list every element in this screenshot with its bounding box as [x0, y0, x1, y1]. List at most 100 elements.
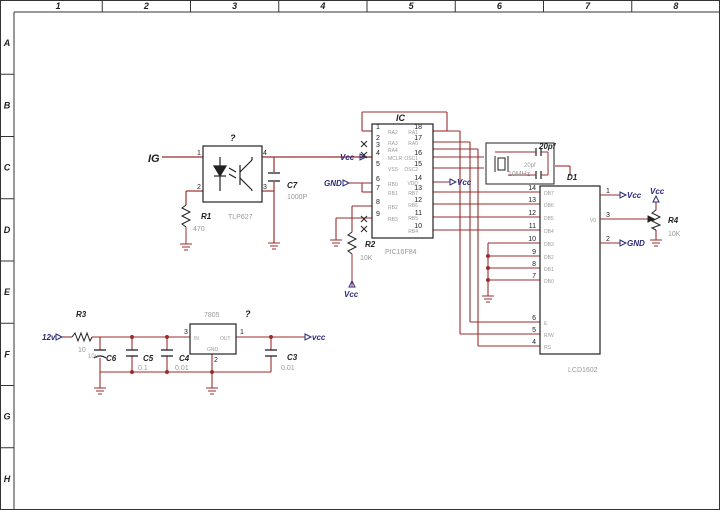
- row-label-H: H: [4, 474, 11, 484]
- c7-ref: C7: [287, 181, 298, 190]
- regulator-7805[interactable]: [189, 323, 237, 355]
- capacitor-c3[interactable]: [265, 349, 277, 357]
- lcd-pin-name: DB7: [544, 191, 554, 197]
- reg-pin-gnd: 2: [214, 357, 218, 364]
- mcu-pins: 1RA22RA33RA44MCLR5VSS6RB07RB18RB29RB318R…: [376, 124, 422, 235]
- power-wiring: [62, 336, 305, 388]
- lcd-pin-name: DB0: [544, 279, 554, 285]
- optocoupler[interactable]: [202, 145, 263, 203]
- reg-label-out: OUT: [220, 336, 231, 342]
- r4-ref: R4: [668, 216, 679, 225]
- row-label-B: B: [4, 100, 11, 110]
- row-label-D: D: [4, 225, 11, 235]
- c3-ref: C3: [287, 353, 298, 362]
- resistor-r1[interactable]: [180, 204, 192, 244]
- capacitor-c7[interactable]: [268, 172, 280, 182]
- power-in-label: 12v: [42, 333, 56, 342]
- lcd-pin-number: 1: [606, 188, 610, 195]
- mcu-pin-name: RB7: [408, 191, 418, 197]
- mcu-pin-name: RB6: [408, 203, 418, 209]
- mcu-pin-name: RA4: [388, 148, 398, 154]
- lcd-pin-number: 8: [532, 261, 536, 268]
- mcu-pin-number: 6: [376, 176, 380, 183]
- column-label-3: 3: [232, 1, 237, 11]
- lcd-pin-name: R/W: [544, 333, 554, 339]
- r3-value: 10: [78, 347, 86, 354]
- reg-pin-in: 3: [184, 329, 188, 336]
- lcd-pin-name: DB3: [544, 242, 554, 248]
- mcu-pin-name: MCLR: [388, 156, 403, 162]
- resistor-r2[interactable]: [346, 231, 358, 288]
- mcu-pin-number: 10: [414, 223, 422, 230]
- opto-pin-3: 3: [263, 184, 267, 191]
- mcu-pin-name: OSC1: [404, 156, 418, 162]
- mcu-vcc-right: Vcc: [457, 178, 472, 187]
- mcu-pin-number: 8: [376, 199, 380, 206]
- capacitor-c5[interactable]: [126, 349, 138, 357]
- c3-value: 0.01: [281, 365, 295, 372]
- mcu-pin-name: RB0: [388, 182, 398, 188]
- r1-value: 470: [193, 226, 205, 233]
- mcu-pin-name: RA2: [388, 130, 398, 136]
- lcd-part: LCD1602: [568, 367, 598, 374]
- r4-vcc: Vcc: [650, 187, 665, 196]
- c5-value: 0.1: [138, 365, 148, 372]
- crystal-cap-mid: 20pf: [524, 163, 536, 169]
- lcd-gnd: GND: [627, 239, 645, 248]
- lcd-pin-number: 11: [529, 223, 536, 230]
- crystal-cap-top: 20pf: [538, 142, 557, 151]
- mcu-pin-number: 9: [376, 211, 380, 218]
- lcd-pin-number: 3: [606, 212, 610, 219]
- capacitor-c6[interactable]: [93, 349, 107, 359]
- lcd-pin-number: 6: [532, 315, 536, 322]
- resistor-r3[interactable]: [71, 331, 93, 343]
- lcd-pin-name: DB6: [544, 203, 554, 209]
- power-arrows: [55, 333, 313, 341]
- lcd-vcc: Vcc: [627, 191, 642, 200]
- lcd-pin-number: 9: [532, 249, 536, 256]
- lcd-pin-name: DB1: [544, 267, 554, 273]
- r2-value: 10K: [360, 255, 373, 262]
- lcd-pin-number: 5: [532, 327, 536, 334]
- power-nodes: [130, 254, 490, 374]
- lcd-pin-name: V0: [590, 218, 596, 224]
- mcu-ic[interactable]: [371, 123, 434, 239]
- reg-label-in: IN: [194, 336, 199, 342]
- r2-vcc: Vcc: [344, 290, 359, 299]
- mcu-vcc-left: Vcc: [340, 153, 355, 162]
- mcu-power-arrows: [342, 153, 458, 187]
- lcd-pin-name: E: [544, 321, 548, 327]
- mcu-pin-name: RB4: [408, 229, 418, 235]
- crystal-freq: 10MHz: [508, 171, 531, 178]
- lcd-pin-name: DB5: [544, 216, 554, 222]
- mcu-pin-name: RA3: [388, 141, 398, 147]
- mcu-pin-name: RB2: [388, 205, 398, 211]
- lcd-pin-number: 7: [532, 273, 536, 280]
- ground-symbol: [482, 295, 494, 303]
- mcu-pin-number: 3: [376, 142, 380, 149]
- lcd-module[interactable]: [539, 185, 601, 355]
- row-label-A: A: [3, 38, 11, 48]
- lcd-pin-number: 14: [528, 185, 536, 192]
- potentiometer-r4[interactable]: [647, 209, 662, 231]
- mcu-pin-name: RB3: [388, 217, 398, 223]
- column-label-4: 4: [319, 1, 325, 11]
- opto-pin-1: 1: [197, 150, 201, 157]
- mcu-pin-number: 14: [414, 175, 422, 182]
- mcu-pin-name: RA1: [408, 130, 418, 136]
- mcu-pin-name: VSS: [388, 167, 399, 173]
- mcu-pin-number: 13: [414, 185, 422, 192]
- capacitor-c4[interactable]: [161, 349, 173, 357]
- power-out-label: vcc: [312, 333, 326, 342]
- opto-ref: ?: [230, 133, 236, 143]
- mcu-ref: IC: [396, 113, 406, 123]
- mcu-pin-number: 12: [414, 197, 422, 204]
- reg-pin-out: 1: [240, 329, 244, 336]
- input-section: [162, 156, 372, 243]
- crystal-oscillator[interactable]: [485, 142, 555, 185]
- mcu-pin-number: 4: [376, 150, 380, 157]
- row-label-G: G: [3, 412, 10, 422]
